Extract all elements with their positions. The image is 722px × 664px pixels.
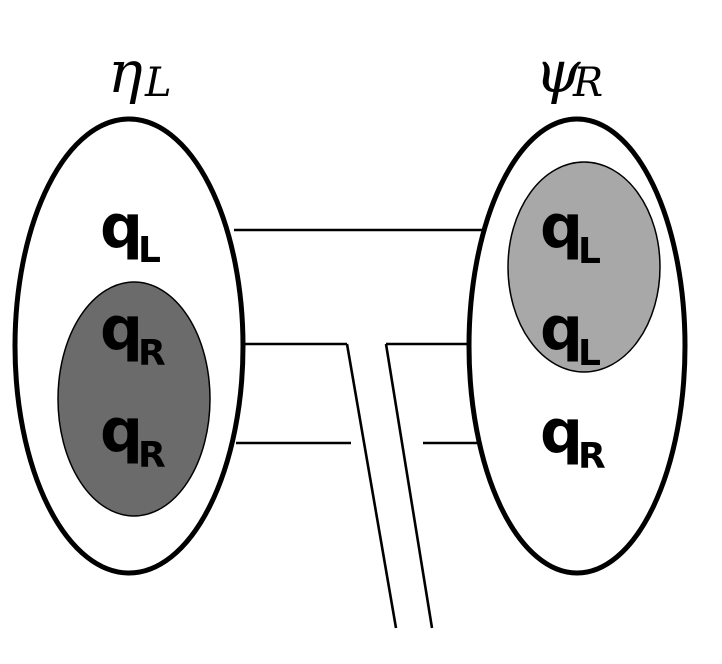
left-quark-3: q R [100,396,166,476]
outgoing-left-line [345,343,398,629]
right-hadron-label: ψ R [535,38,603,106]
left-quark-1: q L [100,192,161,271]
left-quark-1-sub: L [138,230,161,271]
left-inner-diquark [57,281,211,517]
left-quark-3-sub: R [138,435,166,476]
left-quark-2-sub: R [138,333,166,374]
left-quark-2: q R [100,294,166,374]
left-hadron: q L q R q R [12,116,246,576]
right-hadron-symbol: ψ [535,38,581,106]
right-quark-1-base: q [540,192,583,262]
right-hadron: q L q L q R [466,116,688,576]
left-quark-1-base: q [100,192,143,262]
outgoing-right-line [384,343,434,629]
right-quark-3-base: q [540,397,583,467]
left-hadron-label: η L [108,38,172,106]
left-hadron-symbol: η [108,38,143,106]
quark-lines [234,228,484,629]
right-quark-2-base: q [540,294,583,364]
right-quark-1: q L [540,192,601,272]
right-quark-3: q R [540,397,606,477]
left-quark-3-base: q [100,396,143,466]
right-quark-2: q L [540,294,601,374]
right-quark-2-sub: L [578,333,601,374]
right-inner-diquark [507,161,661,373]
right-quark-3-sub: R [578,436,606,477]
right-hadron-subscript: R [572,60,603,106]
left-quark-2-base: q [100,294,143,364]
right-quark-1-sub: L [578,231,601,272]
left-hadron-subscript: L [144,60,172,106]
